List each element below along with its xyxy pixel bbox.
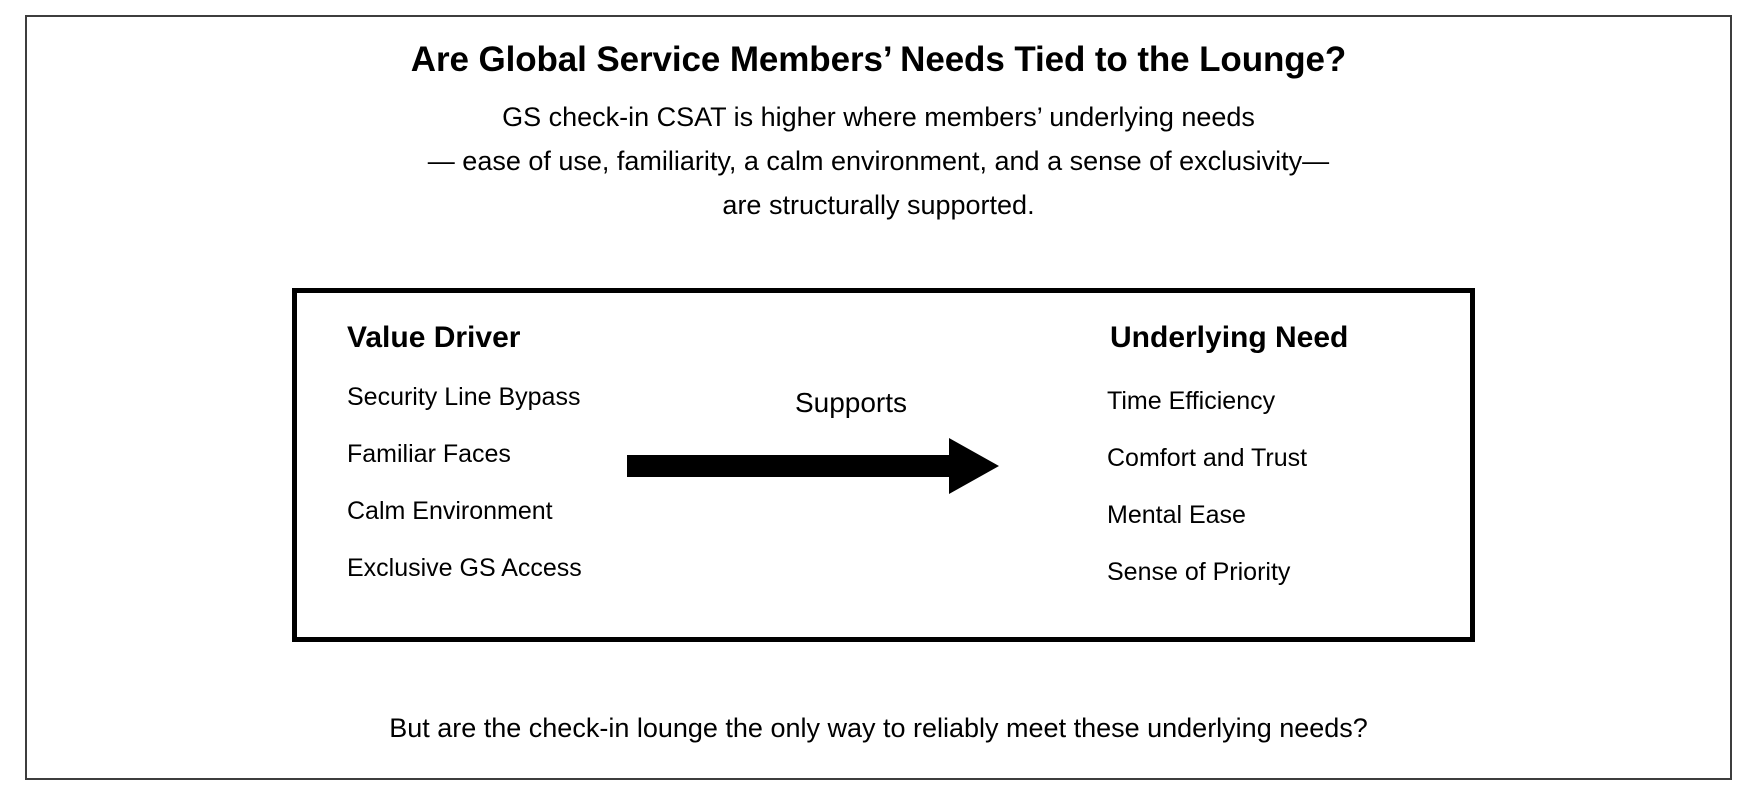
list-item: Mental Ease [1107,501,1246,529]
list-item: Comfort and Trust [1107,444,1308,472]
list-item: Sense of Priority [1107,558,1291,586]
right-arrow-icon [627,438,999,494]
subtitle-line-2: — ease of use, familiarity, a calm envir… [427,146,1330,176]
list-item: Security Line Bypass [347,383,581,411]
list-item: Familiar Faces [347,440,511,468]
supports-connector: Supports [627,386,1057,526]
subtitle-line-3: are structurally supported. [722,190,1035,220]
subtitle-line-1: GS check-in CSAT is higher where members… [502,102,1255,132]
slide-header: Are Global Service Members’ Needs Tied t… [27,17,1730,227]
underlying-need-header: Underlying Need [1110,321,1349,354]
value-driver-column: Value Driver Security Line Bypass Famili… [347,293,777,613]
slide-canvas: Are Global Service Members’ Needs Tied t… [25,15,1732,780]
connector-label: Supports [794,387,908,418]
value-driver-list: Security Line Bypass Familiar Faces Calm… [347,356,777,613]
mapping-diagram: Value Driver Security Line Bypass Famili… [292,288,1475,642]
list-item: Calm Environment [347,497,553,525]
list-item: Exclusive GS Access [347,554,582,582]
slide-subtitle: GS check-in CSAT is higher where members… [27,81,1730,227]
footer-question: But are the check-in lounge the only way… [389,712,1368,743]
underlying-need-column: Underlying Need Time Efficiency Comfort … [1107,293,1437,617]
page-title: Are Global Service Members’ Needs Tied t… [410,40,1347,79]
list-item: Time Efficiency [1107,387,1276,415]
value-driver-header: Value Driver [347,321,521,354]
underlying-need-list: Time Efficiency Comfort and Trust Mental… [1107,356,1437,617]
